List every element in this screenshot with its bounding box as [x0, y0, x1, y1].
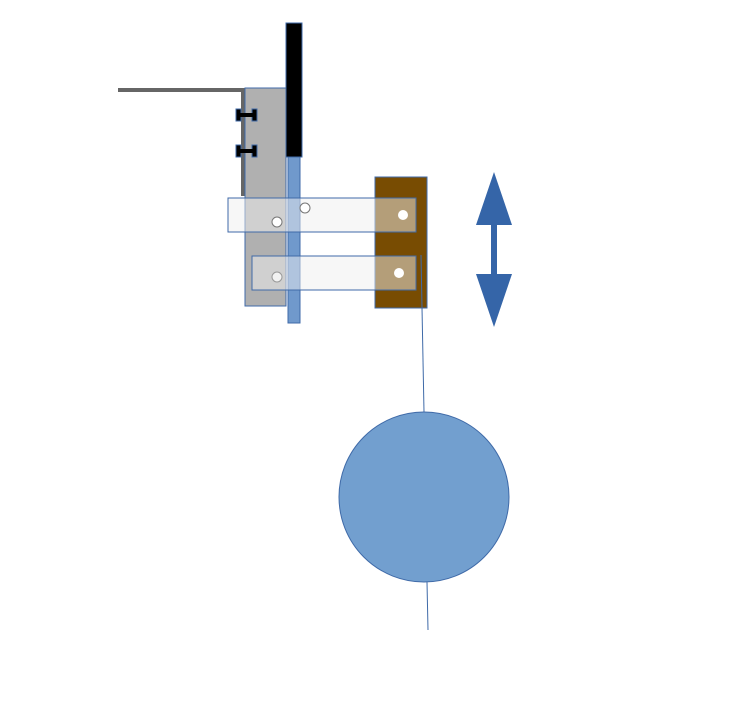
double-arrow-vertical-icon: [476, 172, 512, 327]
pendulum-string: [420, 254, 425, 413]
upper-link-strip: [227, 197, 417, 233]
clamp-icon: [235, 144, 258, 158]
pivot-point: [299, 202, 311, 214]
blue-bar: [287, 156, 301, 324]
pivot-point: [271, 216, 283, 228]
black-bar: [285, 22, 303, 158]
clamp-icon: [235, 108, 258, 122]
pivot-point: [271, 271, 283, 283]
lower-string: [426, 581, 429, 631]
pivot-point: [394, 268, 404, 278]
pendulum-weight: [338, 411, 510, 583]
wall-bracket: [118, 88, 245, 196]
pivot-point: [398, 210, 408, 220]
